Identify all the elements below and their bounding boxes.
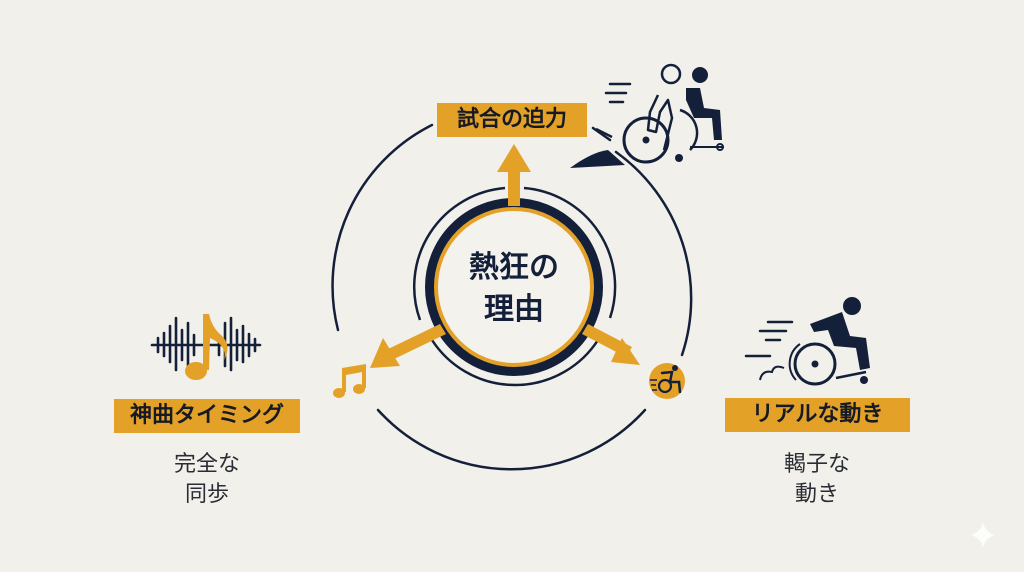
label-left-song-timing: 神曲タイミング — [114, 399, 300, 433]
sparkle-icon — [971, 522, 995, 548]
wheelchair-racers-icon — [570, 63, 724, 168]
wheelchair-athlete-icon — [744, 297, 870, 386]
center-title: 熱狂の 理由 — [469, 250, 559, 327]
inner-thin-ring — [412, 186, 617, 387]
arrow-top — [497, 144, 531, 206]
music-note-icon — [333, 364, 366, 398]
label-top-match-intensity: 試合の迫力 — [437, 103, 587, 137]
accessibility-wheelchair-icon — [649, 363, 685, 399]
description-left: 完全な 同歩 — [173, 452, 240, 507]
arrow-right — [582, 324, 640, 365]
outer-ring — [331, 123, 693, 471]
arrow-left — [370, 324, 446, 368]
center-ring-gold — [434, 207, 594, 367]
music-note-large-icon — [185, 314, 228, 380]
description-right: 輵子な 動き — [783, 452, 850, 507]
label-right-real-movement: リアルな動き — [725, 398, 910, 432]
